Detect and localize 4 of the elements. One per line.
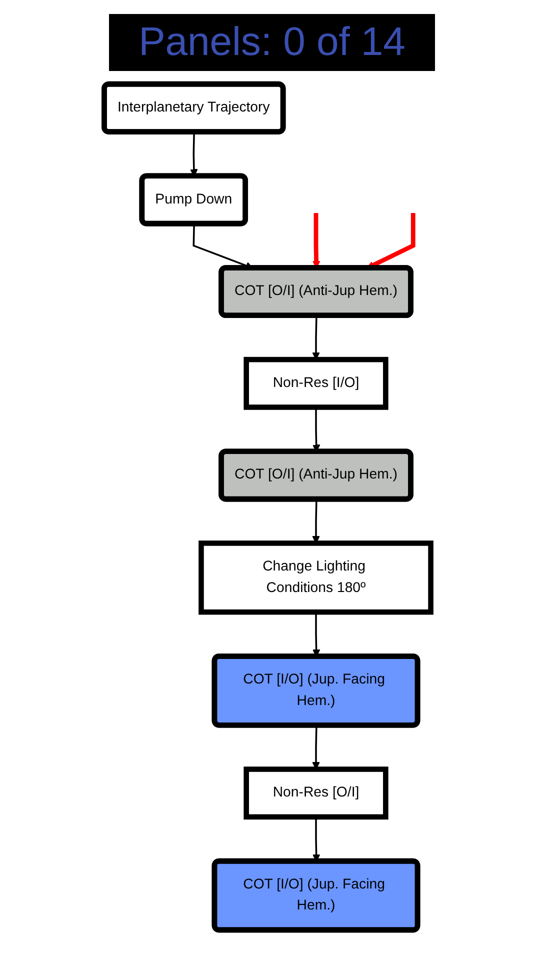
node-box: Change Lighting Conditions 180º xyxy=(198,540,434,615)
node-box: Non-Res [O/I] xyxy=(244,766,388,820)
node-box: Non-Res [I/O] xyxy=(244,356,388,410)
title: Panels: 0 of 14 xyxy=(108,14,436,71)
